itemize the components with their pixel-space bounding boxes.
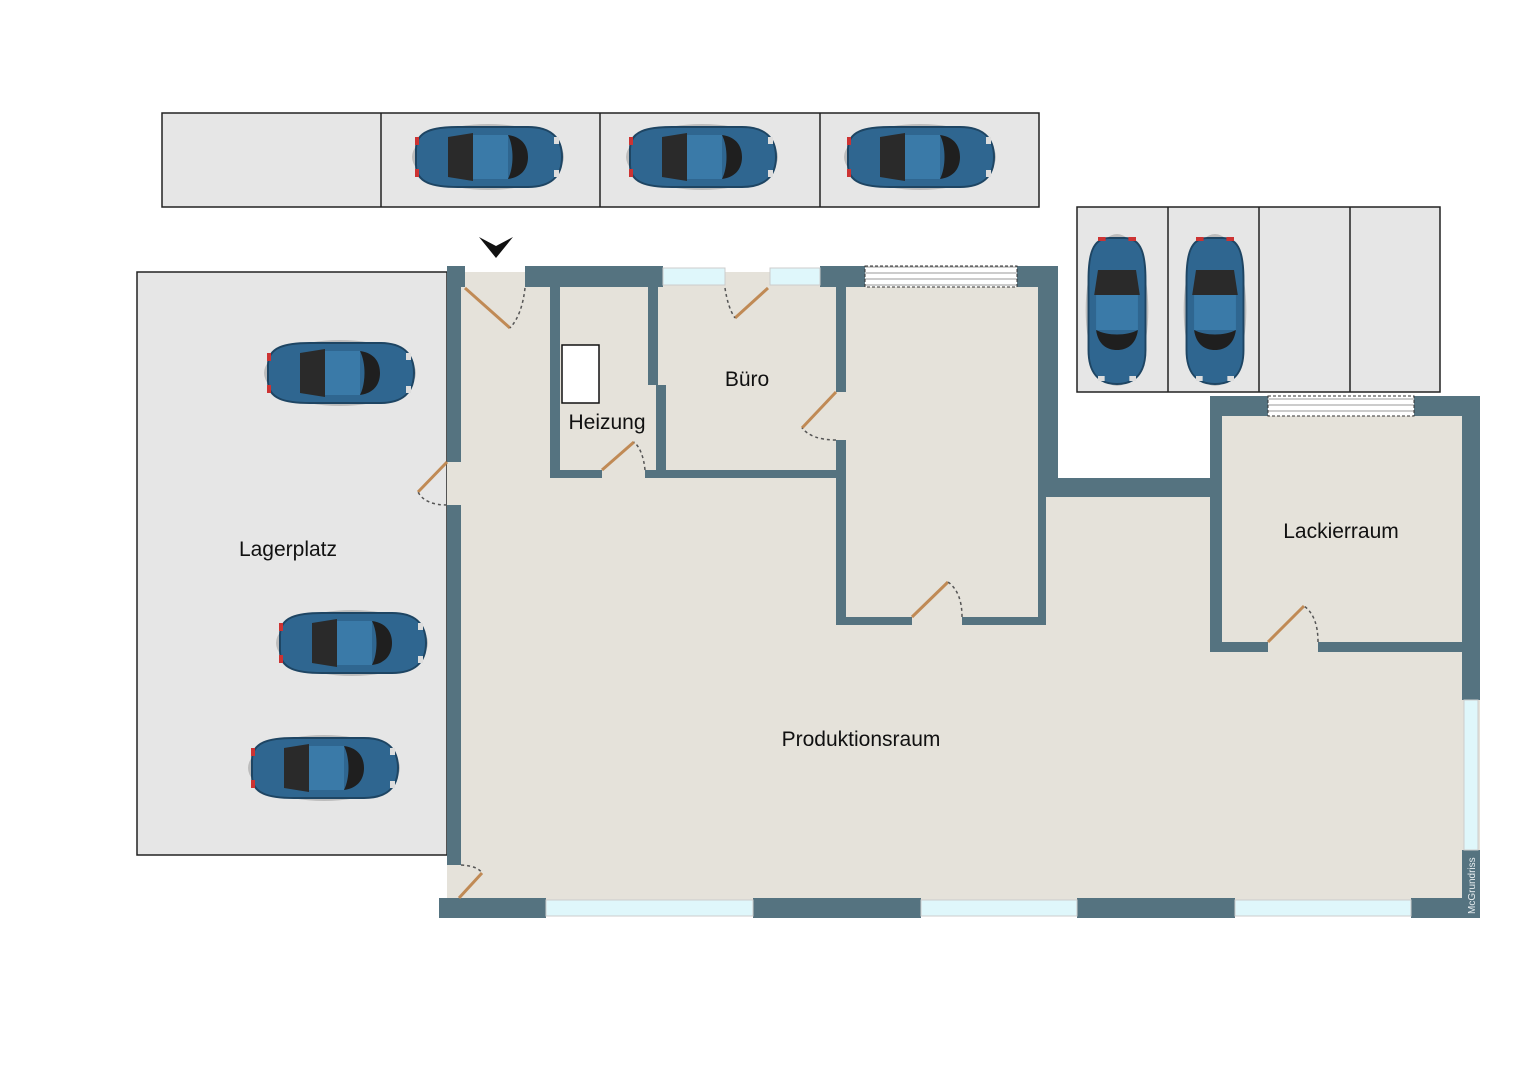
room-label-heizung: Heizung: [568, 411, 645, 434]
room-label-buero: Büro: [725, 368, 769, 391]
car-icon: [247, 734, 401, 802]
room-label-produktionsraum: Produktionsraum: [782, 728, 941, 751]
lagerplatz-area: [136, 271, 448, 856]
car-icon: [1182, 233, 1248, 387]
heater-unit: [561, 344, 600, 404]
car-icon: [275, 609, 429, 677]
car-icon: [843, 123, 997, 191]
car-icon: [625, 123, 779, 191]
car-icon: [411, 123, 565, 191]
car-icon: [263, 339, 417, 407]
walls: [439, 266, 1480, 918]
entrance-arrow-icon: [479, 237, 513, 258]
watermark: McGrundriss: [1467, 857, 1478, 914]
building-floor: [447, 272, 1480, 912]
parking-row-top: [161, 112, 1040, 208]
room-label-lackierraum: Lackierraum: [1283, 520, 1399, 543]
parking-row-right: [1076, 206, 1441, 393]
doors: [416, 286, 1319, 900]
windows: [545, 265, 1479, 917]
room-label-lagerplatz: Lagerplatz: [239, 538, 337, 561]
car-icon: [1084, 233, 1150, 387]
